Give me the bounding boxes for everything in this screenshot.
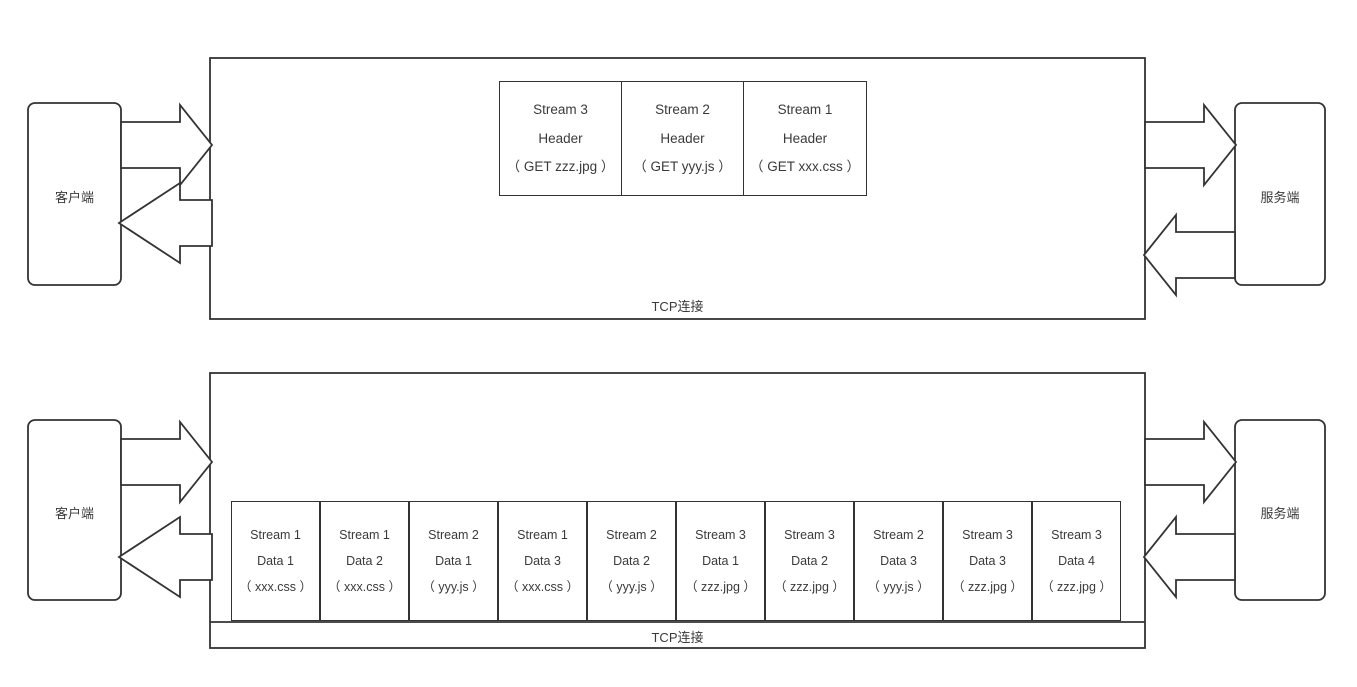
frame-kind-label: Data 1 <box>435 553 472 568</box>
frame-resource-label: （ yyy.js ） <box>600 579 663 594</box>
arrow-server-to-connection-bottom <box>1142 514 1236 600</box>
frame-resource-label: （ xxx.css ） <box>506 579 579 594</box>
server-box-bottom <box>1234 419 1326 601</box>
frame-stream-label: Stream 1 <box>777 102 833 118</box>
arrow-client-to-connection-bottom <box>120 419 214 505</box>
data-frame-cell[interactable]: Stream 1 Data 3 （ xxx.css ） <box>498 501 587 621</box>
arrow-connection-to-client-bottom <box>117 515 213 599</box>
frame-stream-label: Stream 1 <box>339 527 390 542</box>
frame-kind-label: Data 4 <box>1058 553 1095 568</box>
client-box-top <box>27 102 122 286</box>
data-frame-cell[interactable]: Stream 3 Data 3 （ zzz.jpg ） <box>943 501 1032 621</box>
frame-kind-label: Data 2 <box>791 553 828 568</box>
frame-stream-label: Stream 3 <box>962 527 1013 542</box>
client-box-bottom <box>27 419 122 601</box>
frame-resource-label: （ zzz.jpg ） <box>685 579 756 594</box>
server-box-top <box>1234 102 1326 286</box>
data-frame-cell[interactable]: Stream 3 Data 4 （ zzz.jpg ） <box>1032 501 1121 621</box>
frame-resource-label: （ zzz.jpg ） <box>1041 579 1112 594</box>
frame-resource-label: （ xxx.css ） <box>239 579 312 594</box>
header-frame-cell[interactable]: Stream 1 Header （ GET xxx.css ） <box>743 81 867 196</box>
frame-resource-label: （ yyy.js ） <box>867 579 930 594</box>
data-frame-cell[interactable]: Stream 1 Data 2 （ xxx.css ） <box>320 501 409 621</box>
tcp-connection-label-bottom: TCP连接 <box>651 630 704 645</box>
frame-stream-label: Stream 2 <box>655 102 710 118</box>
arrow-connection-to-client-top <box>117 181 213 265</box>
arrow-server-to-connection-top <box>1142 212 1236 298</box>
frame-kind-label: Header <box>538 130 583 146</box>
frame-kind-label: Data 2 <box>346 553 383 568</box>
frame-resource-label: （ xxx.css ） <box>328 579 401 594</box>
client-label-bottom: 客户端 <box>54 506 94 521</box>
frame-kind-label: Data 3 <box>880 553 917 568</box>
frame-resource-label: （ zzz.jpg ） <box>774 579 845 594</box>
frame-kind-label: Header <box>782 130 828 146</box>
frame-kind-label: Data 3 <box>969 553 1006 568</box>
frame-kind-label: Data 1 <box>257 553 294 568</box>
arrow-connection-to-server-bottom <box>1144 419 1238 505</box>
frame-kind-label: Data 1 <box>702 553 739 568</box>
header-frame-cell[interactable]: Stream 2 Header （ GET yyy.js ） <box>621 81 744 196</box>
server-label-top: 服务端 <box>1260 190 1300 205</box>
data-frame-cell[interactable]: Stream 3 Data 2 （ zzz.jpg ） <box>765 501 854 621</box>
server-label-bottom: 服务端 <box>1260 506 1300 521</box>
frame-stream-label: Stream 2 <box>873 527 924 542</box>
data-frame-cell[interactable]: Stream 1 Data 1 （ xxx.css ） <box>231 501 320 621</box>
data-frame-cell[interactable]: Stream 2 Data 3 （ yyy.js ） <box>854 501 943 621</box>
frame-stream-label: Stream 3 <box>695 527 746 542</box>
frame-stream-label: Stream 3 <box>1051 527 1102 542</box>
data-frame-cell[interactable]: Stream 3 Data 1 （ zzz.jpg ） <box>676 501 765 621</box>
frame-stream-label: Stream 2 <box>428 527 479 542</box>
frame-stream-label: Stream 1 <box>250 527 301 542</box>
frame-stream-label: Stream 3 <box>784 527 835 542</box>
frame-kind-label: Header <box>660 130 705 146</box>
data-frame-cell[interactable]: Stream 2 Data 2 （ yyy.js ） <box>587 501 676 621</box>
frame-resource-label: （ yyy.js ） <box>422 579 485 594</box>
frame-stream-label: Stream 2 <box>606 527 657 542</box>
frame-resource-label: （ GET yyy.js ） <box>633 159 732 175</box>
tcp-connection-label-top: TCP连接 <box>651 299 704 314</box>
arrow-client-to-connection-top <box>120 102 214 188</box>
header-frame-cell[interactable]: Stream 3 Header （ GET zzz.jpg ） <box>499 81 622 196</box>
frame-resource-label: （ zzz.jpg ） <box>952 579 1023 594</box>
data-frame-cell[interactable]: Stream 2 Data 1 （ yyy.js ） <box>409 501 498 621</box>
arrow-connection-to-server-top <box>1144 102 1238 188</box>
frame-stream-label: Stream 1 <box>517 527 568 542</box>
frame-resource-label: （ GET zzz.jpg ） <box>506 159 615 175</box>
client-label-top: 客户端 <box>54 190 94 205</box>
frame-stream-label: Stream 3 <box>533 102 588 118</box>
frame-kind-label: Data 2 <box>613 553 650 568</box>
frame-resource-label: （ GET xxx.css ） <box>749 159 860 175</box>
frame-kind-label: Data 3 <box>524 553 561 568</box>
